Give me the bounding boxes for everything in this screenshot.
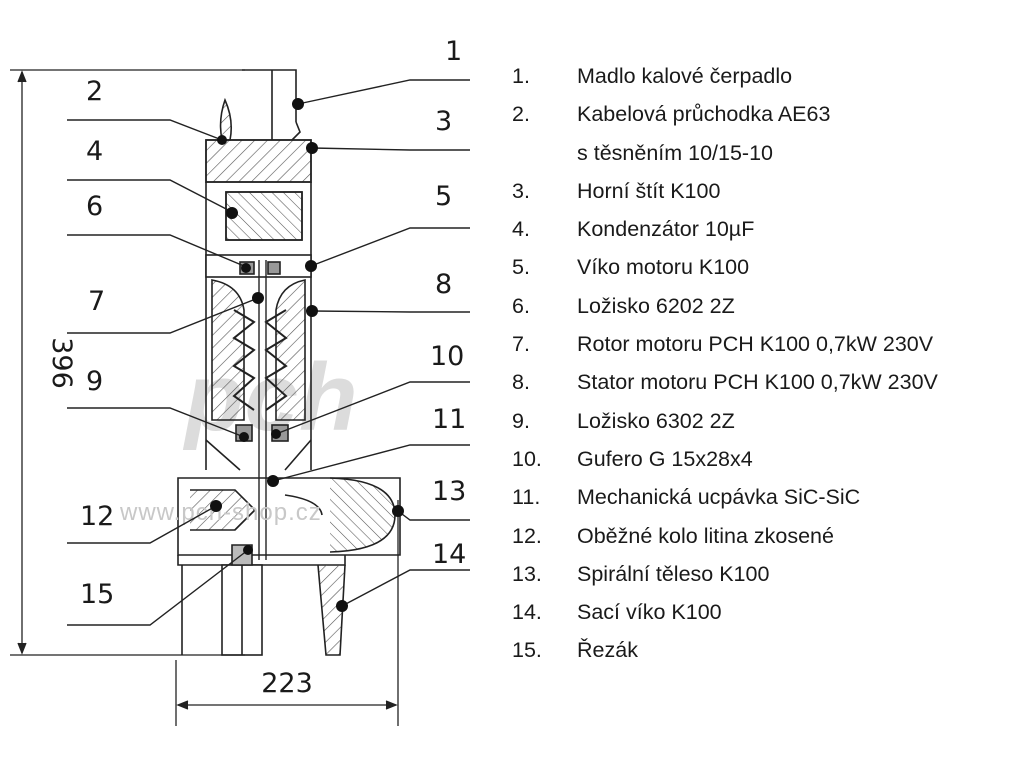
part-description: Kondenzátor 10µF: [577, 217, 755, 242]
callout-numbers: 1 2 3 4 5 6 7 8 9 10 11 12 13 14 15: [80, 36, 466, 610]
callout-15: 15: [80, 579, 114, 610]
callout-9: 9: [86, 366, 103, 397]
dimension-lines: [10, 69, 399, 726]
part-number: 8.: [512, 370, 530, 395]
part-description: Sací víko K100: [577, 600, 722, 625]
callout-dots: [210, 98, 404, 612]
part-number: 6.: [512, 293, 530, 318]
part-description: Oběžné kolo litina zkosené: [577, 523, 834, 548]
callout-4: 4: [86, 136, 103, 167]
callout-3: 3: [435, 106, 452, 137]
callout-6: 6: [86, 191, 103, 222]
part-description: Kabelová průchodka AE63: [577, 102, 831, 127]
part-number: 3.: [512, 178, 530, 203]
part-number: 9.: [512, 408, 530, 433]
callout-7: 7: [88, 286, 105, 317]
pump-body: [177, 69, 401, 656]
callout-11: 11: [432, 404, 466, 435]
part-number: 7.: [512, 332, 530, 357]
part-number: 1.: [512, 64, 530, 88]
watermark-logo: pch: [182, 344, 359, 451]
part-number: 11.: [512, 485, 541, 510]
part-number: 2.: [512, 102, 530, 127]
part-description: s těsněním 10/15-10: [577, 140, 774, 165]
part-number: 10.: [512, 446, 542, 471]
callout-2: 2: [86, 76, 103, 107]
part-number: 14.: [512, 600, 542, 625]
pump-cross-section-drawing: pch: [10, 36, 470, 726]
part-description: Rotor motoru PCH K100 0,7kW 230V: [577, 332, 934, 357]
part-description: Ložisko 6302 2Z: [577, 408, 735, 433]
part-description: Ložisko 6202 2Z: [577, 293, 735, 318]
part-number: 4.: [512, 217, 530, 242]
dimension-width-label: 223: [261, 668, 313, 699]
callout-12: 12: [80, 501, 114, 532]
callout-13: 13: [432, 476, 466, 507]
dimension-height-label: 396: [46, 337, 77, 389]
part-description: Madlo kalové čerpadlo: [577, 64, 793, 88]
part-description: Víko motoru K100: [577, 255, 750, 280]
part-number: 13.: [512, 561, 542, 586]
callout-14: 14: [432, 539, 466, 570]
part-description: Horní štít K100: [577, 178, 721, 203]
callout-1: 1: [445, 36, 462, 67]
part-description: Stator motoru PCH K100 0,7kW 230V: [577, 370, 938, 395]
part-number: 15.: [512, 638, 542, 663]
callout-8: 8: [435, 269, 452, 300]
callout-5: 5: [435, 181, 452, 212]
part-description: Gufero G 15x28x4: [577, 446, 753, 471]
part-number: 12.: [512, 523, 542, 548]
leader-lines: [67, 79, 470, 626]
part-number: 5.: [512, 255, 530, 280]
callout-10: 10: [430, 341, 464, 372]
part-description: Spirální těleso K100: [577, 561, 770, 586]
part-description: Mechanická ucpávka SiC-SiC: [577, 485, 861, 510]
part-description: Řezák: [577, 638, 638, 663]
